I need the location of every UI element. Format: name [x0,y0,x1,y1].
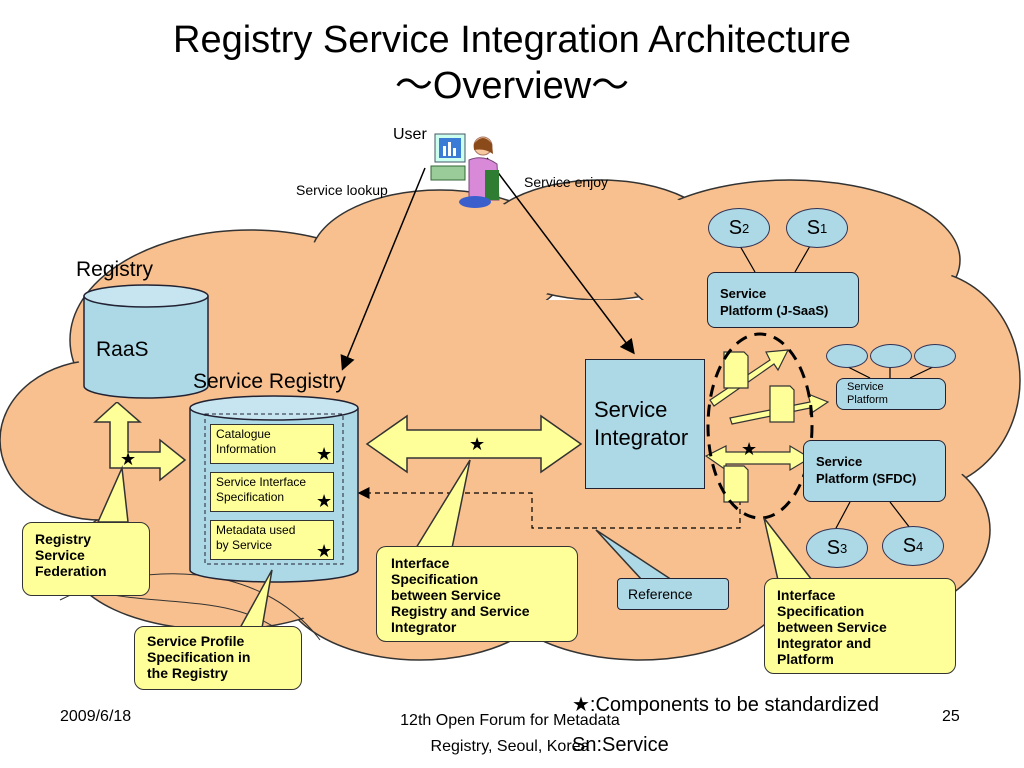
jsaas-line2: Platform (J-SaaS) [720,303,829,318]
page-title: Registry Service Integration Architectur… [173,19,851,61]
raas-cylinder [83,284,209,399]
platform-jsaas: Service Platform (J-SaaS) [707,272,859,328]
platform-generic-line1: Service [847,381,884,393]
star-metadata: ★ [316,541,333,561]
adapter-group [704,332,830,520]
interface-spec-box: Service Interface Specification [210,472,334,512]
jsaas-line1: Service [720,286,767,301]
catalogue-line1: Catalogue [216,427,271,441]
catalogue-box: Catalogue Information [210,424,334,464]
iface-reg-line5: Integrator [391,619,457,635]
iface-plat-line3: between Service [777,619,887,635]
interface-spec-line2: Specification [216,490,285,504]
star-adapter: ★ [741,439,758,459]
star-catalogue: ★ [316,444,333,464]
integrator-line1: Service [594,397,668,422]
callout-interface-registry: Interface Specification between Service … [376,546,578,642]
footer-date: 2009/6/18 [60,708,132,725]
iface-reg-line1: Interface [391,555,450,571]
raas-label: RaaS [96,338,149,361]
page-subtitle: ～Overview～ [394,65,630,107]
service-integrator-box: Service Integrator [585,359,705,489]
lookup-arrow [340,167,426,371]
star-registry-integrator: ★ [469,434,486,454]
service-bubble-small-2 [870,344,912,368]
metadata-box: Metadata used by Service [210,520,334,560]
service-bubble-small-1 [826,344,868,368]
footer-center-line2: Registry, Seoul, Korea [430,738,590,755]
registry-integrator-arrow [365,414,583,474]
iface-plat-line1: Interface [777,587,836,603]
federation-line3: Federation [35,563,107,579]
service-registry-label: Service Registry [193,370,346,393]
iface-reg-line4: Registry and Service [391,603,530,619]
star-federation: ★ [120,449,137,469]
federation-line1: Registry [35,531,92,547]
service-bubble-small-3 [914,344,956,368]
catalogue-line2: Information [216,442,277,456]
legend-star: ★:Components to be standardized [572,694,880,716]
iface-plat-line5: Platform [777,651,834,667]
iface-reg-line2: Specification [391,571,479,587]
sfdc-line1: Service [816,454,863,469]
iface-plat-line2: Specification [777,603,865,619]
enjoy-label: Service enjoy [524,174,609,190]
federation-line2: Service [35,547,85,563]
user-label: User [393,126,427,143]
sfdc-line2: Platform (SFDC) [816,471,917,486]
platform-generic-line2: Platform [847,394,888,406]
profile-line2: Specification in [147,649,251,665]
registry-heading: Registry [76,258,154,281]
reference-box: Reference [617,578,729,610]
lookup-label: Service lookup [296,182,388,198]
user-icon [430,133,500,208]
iface-plat-line4: Integrator and [777,635,872,651]
integrator-line2: Integrator [594,425,689,450]
metadata-line1: Metadata used [216,523,296,537]
metadata-line2: by Service [216,538,273,552]
star-interface: ★ [316,491,333,511]
callout-interface-platform: Interface Specification between Service … [764,578,956,674]
iface-reg-line3: between Service [391,587,501,603]
footer-center: 12th Open Forum for Metadata Registry, S… [340,708,680,760]
callout-profile: Service Profile Specification in the Reg… [134,626,302,690]
footer-center-line1: 12th Open Forum for Metadata [400,712,620,729]
profile-line1: Service Profile [147,633,245,649]
federation-arrow [93,402,187,482]
profile-line3: the Registry [147,665,228,681]
legend-service: Sn:Service [572,734,669,756]
platform-sfdc: Service Platform (SFDC) [803,440,946,502]
interface-spec-line1: Service Interface [216,475,307,489]
callout-federation: Registry Service Federation [22,522,150,596]
footer-page-number: 25 [942,708,960,725]
enjoy-arrow [486,157,635,355]
platform-generic: Service Platform [836,378,946,410]
